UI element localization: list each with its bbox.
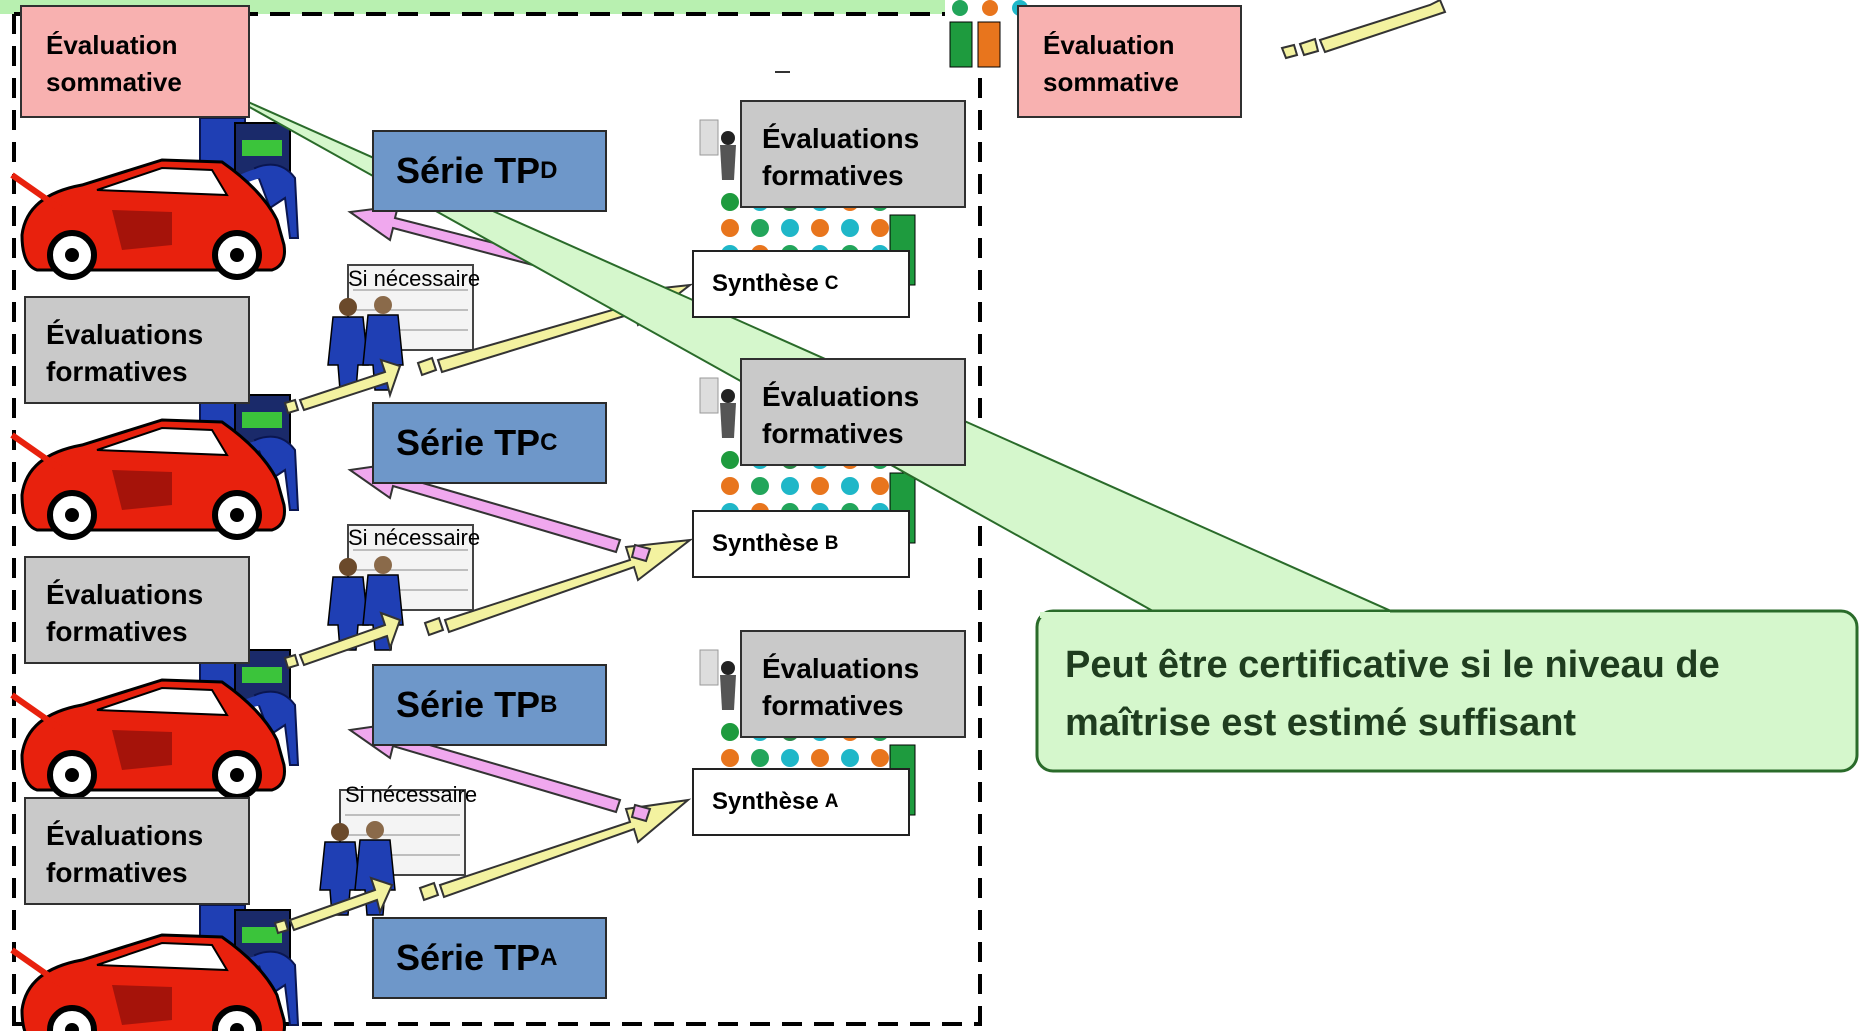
tp-series-label: Série TP: [396, 150, 541, 191]
arrow-top-yellow: [1280, 0, 1447, 60]
tp-series-label: Série TP: [396, 937, 541, 978]
synthese-letter: A: [824, 791, 839, 812]
car-icon: [12, 160, 285, 277]
tp-series-label: Série TP: [396, 422, 541, 463]
car-icon: [12, 420, 285, 537]
synthese-label: Synthèse: [712, 788, 819, 815]
tp-series-letter: A: [540, 944, 558, 971]
formative-box: Évaluations formatives: [24, 296, 250, 404]
si-necessaire-label: Si nécessaire: [348, 525, 481, 550]
car-icon: [12, 680, 285, 797]
tp-series-label: Série TP: [396, 684, 541, 725]
si-necessaire-label: Si nécessaire: [345, 782, 478, 807]
synthese-label: Synthèse: [712, 270, 819, 297]
synthese-label: Synthèse: [712, 530, 819, 557]
tp-series-letter: C: [540, 429, 558, 456]
formative-box: Évaluations formatives: [740, 630, 966, 738]
formative-box: Évaluations formatives: [24, 797, 250, 905]
si-necessaire-label: Si nécessaire: [348, 266, 481, 291]
tp-series-letter: B: [540, 691, 558, 718]
arrow-car-yellow: [273, 358, 402, 935]
formative-box: Évaluations formatives: [740, 358, 966, 466]
classroom-icon: [945, 0, 1035, 75]
synthese-letter: C: [824, 273, 839, 294]
formative-box: Évaluations formatives: [740, 100, 966, 208]
summative-box: Évaluation sommative: [1017, 5, 1242, 118]
tp-series-letter: D: [540, 157, 558, 184]
formative-box: Évaluations formatives: [24, 556, 250, 664]
synthese-letter: B: [824, 533, 839, 554]
callout-text: Peut être certificative si le niveau de …: [1065, 644, 1720, 744]
callout-box: [1035, 609, 1859, 773]
summative-box: Évaluation sommative: [20, 5, 250, 118]
